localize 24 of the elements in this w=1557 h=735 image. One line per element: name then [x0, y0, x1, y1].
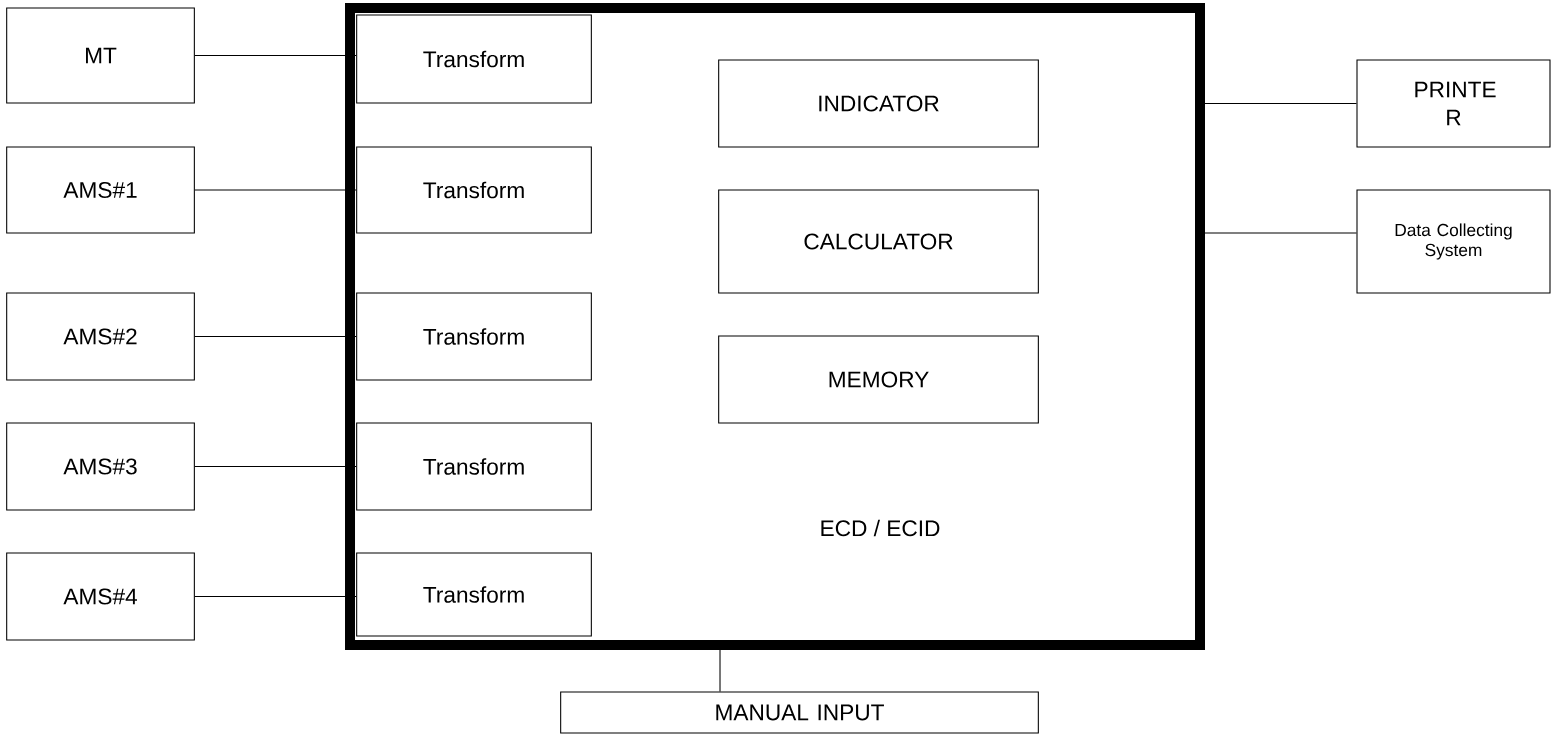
- device-box: PRINTE R: [1356, 59, 1551, 148]
- module-box: INDICATOR: [718, 59, 1039, 148]
- device-box: AMS#3: [6, 422, 195, 511]
- module-box: Transform: [356, 422, 592, 511]
- module-box: Transform: [356, 292, 592, 381]
- module-box: Transform: [356, 552, 592, 637]
- connector-line: [194, 465, 357, 468]
- module-box: Transform: [356, 14, 592, 104]
- device-box: Data Collecting System: [1356, 189, 1551, 294]
- connector-line: [194, 335, 357, 338]
- connector-line: [194, 189, 357, 191]
- device-box: AMS#1: [6, 146, 195, 234]
- module-box: CALCULATOR: [718, 189, 1039, 294]
- connector-line: [194, 54, 357, 57]
- connector-line: [1203, 102, 1357, 105]
- device-box: AMS#2: [6, 292, 195, 381]
- module-box: Transform: [356, 146, 592, 234]
- connector-line: [1203, 232, 1357, 234]
- connector-line: [194, 595, 357, 598]
- module-box: MEMORY: [718, 335, 1039, 424]
- device-box: AMS#4: [6, 552, 195, 641]
- device-box: MANUAL INPUT: [560, 691, 1039, 734]
- connector-line: [719, 648, 721, 692]
- device-box: MT: [6, 7, 195, 104]
